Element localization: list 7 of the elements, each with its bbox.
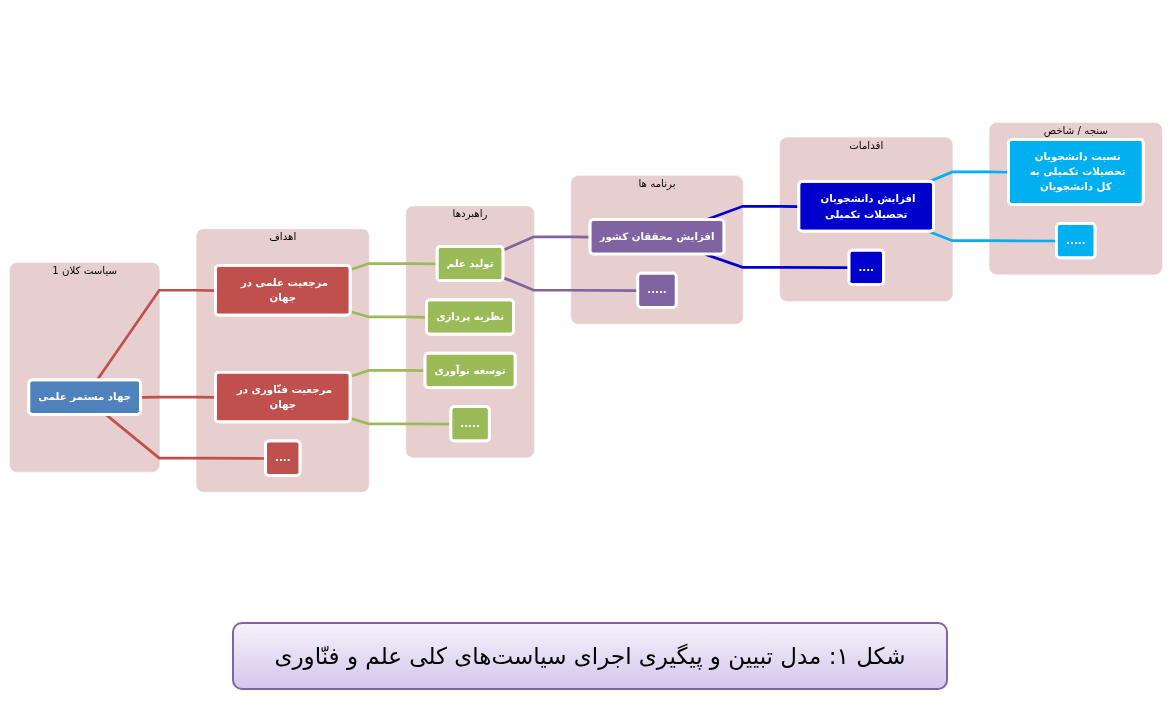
connector bbox=[350, 261, 438, 271]
connector bbox=[502, 235, 591, 251]
connector bbox=[350, 309, 427, 319]
connector bbox=[140, 395, 216, 399]
caption: شکل ۱: مدل تبیین و پیگیری اجرای سیاست‌های کلی علم و فنّاوری bbox=[232, 622, 948, 690]
connector bbox=[928, 229, 1057, 242]
connector bbox=[105, 413, 266, 460]
